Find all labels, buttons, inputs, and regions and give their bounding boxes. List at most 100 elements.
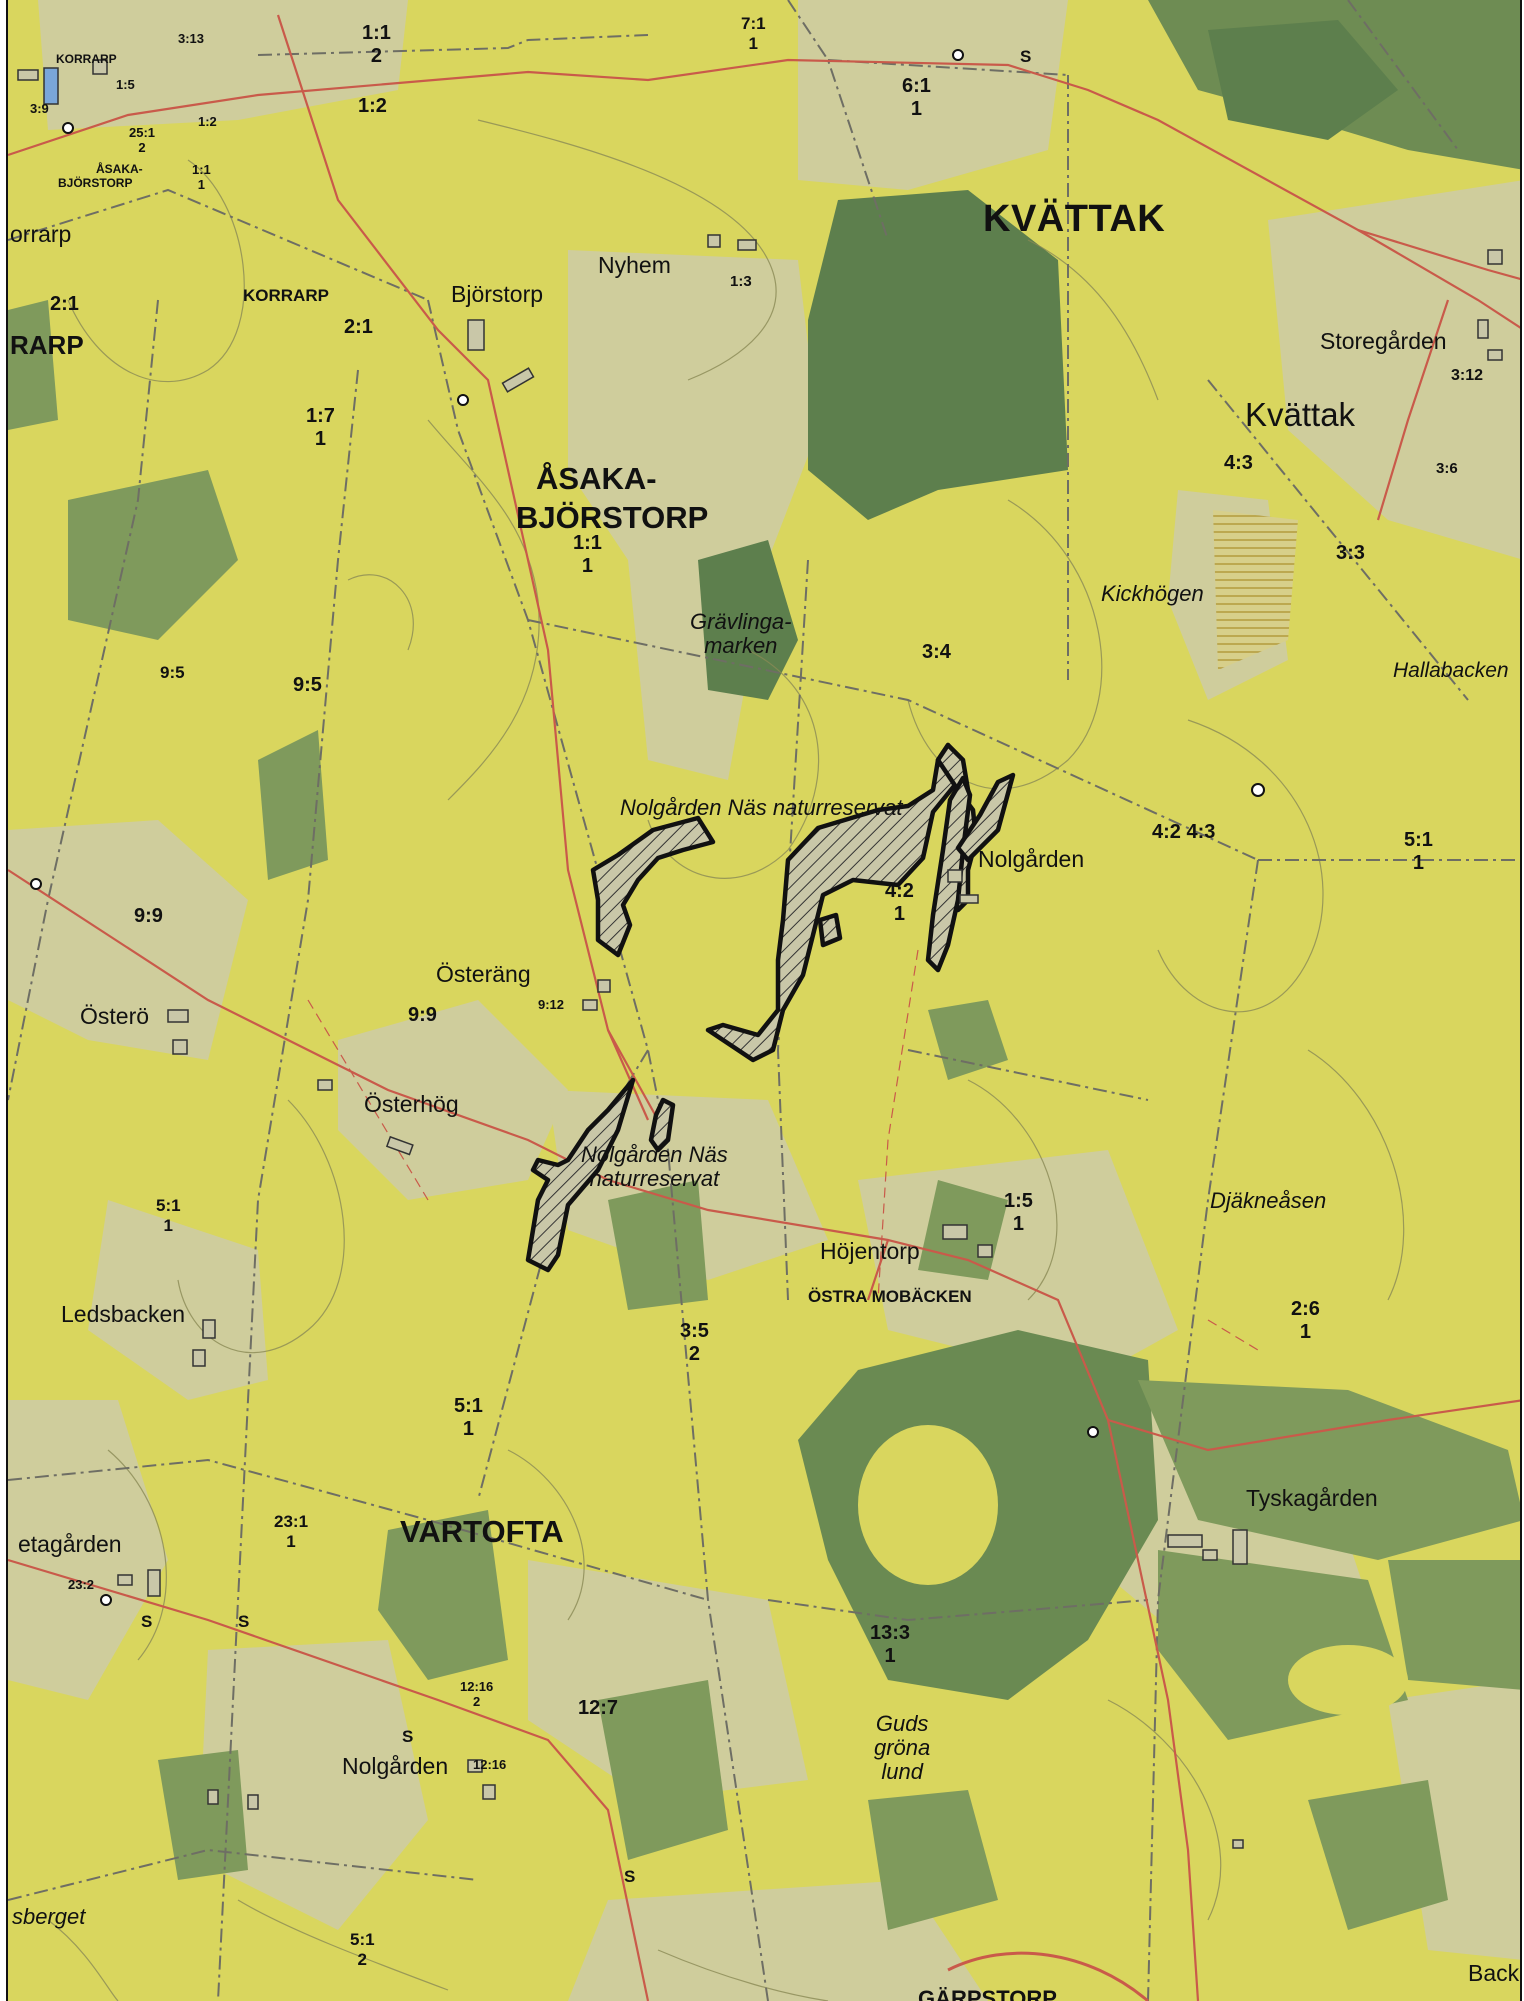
reserve-polygon-north-west	[590, 815, 716, 958]
parcel-sub: 1	[462, 1418, 475, 1440]
place-label-nyhem: Nyhem	[598, 252, 671, 278]
reserve-polygon-south-west	[525, 1077, 636, 1273]
parcel-sub: 2	[370, 45, 383, 67]
parcel-4-2-4-3: 4:2 4:3	[1152, 821, 1215, 844]
buildings	[17, 59, 1503, 1849]
s-symbol-south-2: S	[624, 1867, 636, 1886]
parcel-2-1-left: 2:1	[50, 293, 79, 316]
place-label-storegarden: Storegården	[1320, 328, 1447, 354]
small-parcel-12-16-a: 12:16 2	[460, 1679, 494, 1709]
italic-label-djakneasen: Djäkneåsen	[1210, 1188, 1327, 1213]
guds-line-1: Guds	[875, 1711, 929, 1736]
parcel-number: 3:4	[922, 641, 951, 663]
place-label-ostero: Österö	[80, 1003, 150, 1029]
place-label-ledsbacken: Ledsbacken	[61, 1301, 186, 1327]
italic-label-sberget: sberget	[12, 1904, 86, 1929]
parcel-number: 2:6	[1291, 1298, 1320, 1320]
parcel-number: 3:5	[680, 1320, 709, 1342]
region-label-korrarp-small: KORRARP	[56, 52, 117, 66]
parcel-number: 4:2	[885, 880, 914, 902]
italic-label-kickhogen: Kickhögen	[1101, 581, 1204, 606]
parcel-number: 3:12	[1451, 367, 1484, 384]
parcel-number: 5:1	[454, 1395, 483, 1417]
small-parcel-3-13: 3:13	[178, 31, 205, 46]
region-label-kvattak: KVÄTTAK	[983, 198, 1166, 240]
parcel-sub: 1	[581, 555, 594, 577]
parcel-sub: 1	[893, 903, 906, 925]
s-symbol-west-2: S	[238, 1612, 250, 1631]
small-parcel-3-9: 3:9	[30, 101, 49, 116]
s-symbol-south-1: S	[402, 1727, 414, 1746]
reserve-polygon-central	[705, 742, 966, 1063]
small-parcel-1-2: 1:2	[198, 114, 217, 129]
parcel-sub: 2	[688, 1343, 701, 1365]
parcel-sub: 1	[884, 1645, 896, 1667]
parcel-number: 9:9	[408, 1004, 437, 1026]
parcel-number: 5:1	[156, 1196, 181, 1215]
parcel-number: 1:1	[362, 22, 391, 44]
parcel-number: 9:5	[160, 663, 185, 682]
parcel-sub: 2	[357, 1949, 368, 1969]
parcel-sub: 1	[1299, 1321, 1312, 1343]
place-label-nolgarden-east: Nolgården	[978, 846, 1085, 872]
parcel-9-9: 9:9	[408, 1004, 437, 1027]
parcel-12-7: 12:7	[578, 1697, 618, 1720]
gravlinga-line-1: Grävlinga-	[690, 609, 792, 634]
region-label-ostra-mobacken: ÖSTRA MOBÄCKEN	[808, 1287, 972, 1306]
forest-areas	[8, 0, 1520, 1930]
parcel-number: 3:6	[1436, 460, 1458, 477]
place-label-osterhog: Österhög	[364, 1091, 459, 1117]
parcel-9-5-a: 9:5	[160, 663, 185, 683]
parcel-number: 7:1	[741, 14, 766, 33]
parcel-3-3: 3:3	[1336, 542, 1365, 565]
clearings	[858, 1425, 1408, 1715]
parcel-9-5-b: 9:5	[293, 674, 322, 697]
italic-label-reserve-north: Nolgården Näs naturreservat	[620, 795, 903, 820]
parcel-number: 9:5	[293, 674, 322, 696]
small-parcel-12-16-b: 12:16	[473, 1757, 507, 1772]
parcel-number: 1:3	[730, 273, 752, 290]
parcel-number: 12:7	[578, 1697, 619, 1719]
place-label-tyskagarden: Tyskagården	[1246, 1485, 1378, 1511]
parcel-sub: 1	[163, 1215, 174, 1235]
parcel-sub: 1	[314, 428, 327, 450]
parcel-number: 13:3	[870, 1622, 911, 1644]
parcel-sub: 1	[748, 33, 759, 53]
region-label-bjorstorp-small: BJÖRSTORP	[58, 176, 133, 190]
parcel-sub: 1	[286, 1531, 296, 1551]
map-canvas[interactable]	[8, 0, 1522, 2001]
parcel-sub: 1	[1012, 1213, 1025, 1235]
parcel-number: 6:1	[902, 75, 931, 97]
place-label-nolgarden-south: Nolgården	[342, 1753, 449, 1779]
parcel-number: 1:2	[358, 95, 387, 117]
parcel-number: 9:9	[134, 905, 163, 927]
parcel-number: 1:7	[306, 405, 335, 427]
region-label-bjorstorp: BJÖRSTORP	[516, 500, 709, 535]
parcel-3-12: 3:12	[1451, 367, 1483, 385]
place-label-betagarden: etagården	[18, 1531, 122, 1557]
parcel-number: 2:1	[344, 316, 373, 338]
region-label-asaka: ÅSAKA-	[536, 461, 657, 496]
parcel-number: 23:1	[274, 1512, 309, 1531]
place-label-back: Back	[1468, 1960, 1520, 1986]
parcel-4-3: 4:3	[1224, 452, 1253, 475]
parcel-number: 5:1	[1404, 829, 1433, 851]
italic-label-hallabacken: Hallabacken	[1393, 659, 1509, 682]
parcel-sub: 1	[1412, 852, 1425, 874]
italic-label-guds-grona-lund: Guds gröna lund	[874, 1711, 931, 1785]
guds-line-3: lund	[881, 1759, 923, 1785]
guds-line-2: gröna	[874, 1735, 931, 1761]
parcel-3-6: 3:6	[1436, 460, 1458, 477]
map-frame[interactable]: KVÄTTAK ÅSAKA- BJÖRSTORP VARTOFTA KORRAR…	[6, 0, 1522, 2001]
parcel-9-9-left: 9:9	[134, 905, 163, 928]
small-parcel-23-2: 23:2	[68, 1577, 95, 1592]
small-parcel-25-1: 25:1 2	[129, 125, 156, 155]
parcel-number: 4:3	[1224, 452, 1253, 474]
parcel-1-2: 1:2	[358, 95, 387, 118]
